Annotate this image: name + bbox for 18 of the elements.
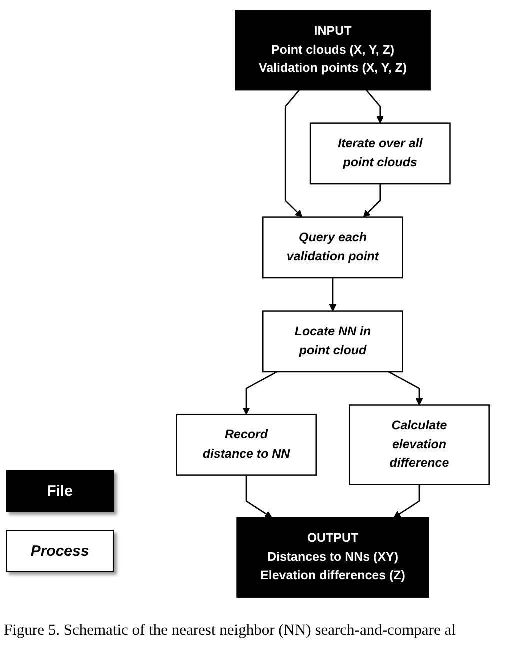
figure-caption: Figure 5. Schematic of the nearest neighbor (NN) search-and-compare al bbox=[4, 622, 457, 640]
node-box: OUTPUT Distances to NNs (XY) Elevation differences (Z) bbox=[236, 517, 429, 598]
arrow bbox=[393, 484, 420, 518]
arrow bbox=[245, 475, 272, 518]
node-box: Calculate elevation difference bbox=[348, 404, 490, 486]
arrow bbox=[388, 371, 423, 406]
arrow bbox=[284, 90, 302, 218]
node-box: Record distance to NN bbox=[176, 414, 316, 476]
arrow bbox=[328, 278, 336, 312]
arrow bbox=[362, 184, 381, 218]
node-box: INPUT Point clouds (X, Y, Z) Validation points (X, Y, Z) bbox=[234, 10, 430, 91]
node-box: Query each validation point bbox=[262, 216, 403, 279]
legend-label: File bbox=[47, 482, 73, 500]
legend-label: Process bbox=[30, 542, 90, 560]
arrow bbox=[242, 371, 277, 415]
node-box: Iterate over all point clouds bbox=[309, 122, 450, 185]
arrow bbox=[365, 90, 384, 124]
node-box: Locate NN in point cloud bbox=[262, 310, 403, 373]
